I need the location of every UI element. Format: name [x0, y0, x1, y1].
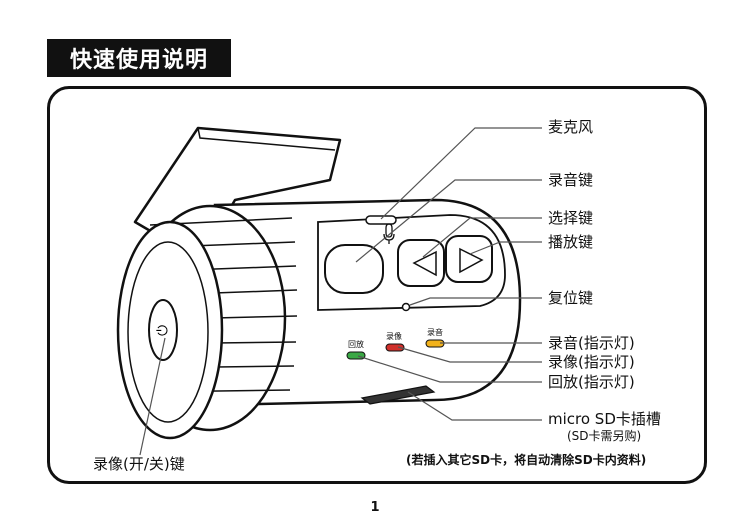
- video-led-label: 录像: [386, 332, 402, 341]
- mic-grille: [365, 215, 397, 225]
- callout-playback-led: 回放(指示灯): [548, 373, 635, 391]
- record-button: [324, 244, 384, 294]
- callout-record-key: 录音键: [548, 171, 594, 189]
- callout-select-key: 选择键: [548, 209, 594, 227]
- sd-slot: [360, 385, 436, 405]
- reset-hole: [401, 302, 411, 312]
- callout-reset-key: 复位键: [548, 289, 594, 307]
- power-button: [148, 299, 178, 361]
- page-title: 快速使用说明: [47, 39, 231, 77]
- callout-sd-note: (SD卡需另购): [567, 429, 642, 443]
- video-led: [385, 343, 405, 352]
- callout-mic: 麦克风: [548, 118, 594, 136]
- callout-sd-slot: micro SD卡插槽: [548, 410, 661, 428]
- svg-text:⏻: ⏻: [155, 325, 171, 336]
- callout-video-led: 录像(指示灯): [548, 353, 635, 371]
- page-number: 1: [370, 500, 380, 515]
- play-arrow-icon: [459, 247, 484, 274]
- sd-warning-footnote: (若插入其它SD卡，将自动清除SD卡内资料): [406, 453, 647, 467]
- callout-power-key: 录像(开/关)键: [93, 455, 185, 473]
- callout-audio-led: 录音(指示灯): [548, 334, 635, 352]
- callout-play-key: 播放键: [548, 233, 594, 251]
- select-arrow-icon: [412, 250, 437, 277]
- illustration-frame: [47, 86, 707, 484]
- playback-led-label: 回放: [348, 340, 364, 349]
- audio-led-label: 录音: [427, 328, 443, 337]
